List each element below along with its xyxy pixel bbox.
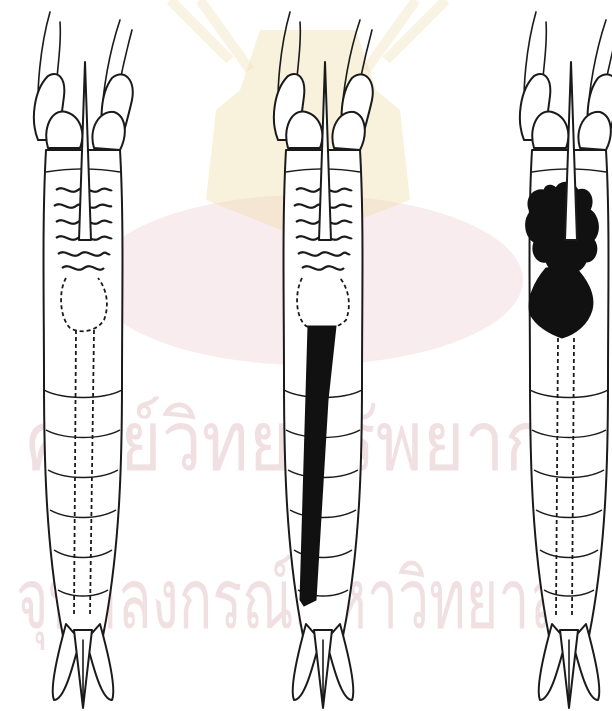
foregut-fill <box>526 182 599 272</box>
